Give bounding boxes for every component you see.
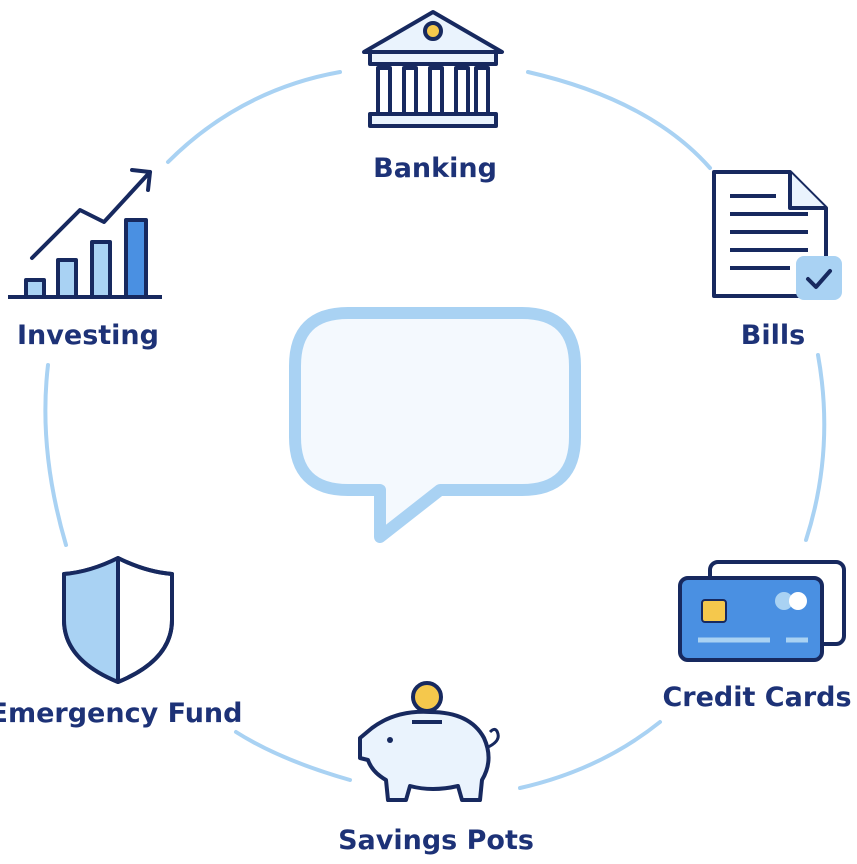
credit-cards-icon — [678, 560, 846, 662]
chat-bubble-icon — [289, 307, 581, 543]
growth-chart-icon — [8, 168, 162, 299]
piggy-bank-icon — [358, 681, 500, 802]
label-investing: Investing — [17, 320, 159, 351]
label-savings-pots: Savings Pots — [338, 825, 534, 856]
ring-arc-banking-bills — [526, 70, 712, 170]
ring — [43, 70, 827, 790]
label-credit-cards: Credit Cards — [662, 682, 852, 713]
ring-arc-emergency-investing — [43, 363, 68, 547]
bank-icon — [362, 10, 504, 128]
shield-icon — [62, 556, 174, 684]
ring-arc-savings-emergency — [234, 730, 352, 782]
ring-arc-investing-banking — [166, 70, 342, 164]
ring-arc-credit-savings — [518, 720, 662, 790]
label-emergency-fund: Emergency Fund — [0, 698, 243, 729]
label-banking: Banking — [373, 153, 497, 184]
bill-document-icon — [712, 170, 842, 300]
label-bills: Bills — [740, 320, 806, 351]
ring-arc-bills-credit — [804, 353, 827, 542]
